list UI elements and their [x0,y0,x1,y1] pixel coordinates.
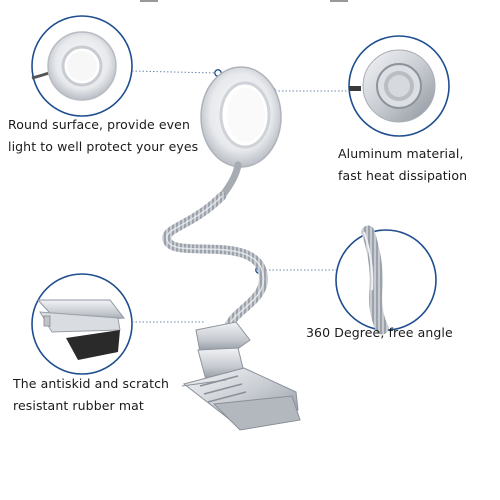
caption-round-surface: Round surface, provide even light to wel… [8,114,198,158]
caption-line: light to well protect your eyes [8,139,199,154]
caption-aluminum: Aluminum material, fast heat dissipation [338,143,467,187]
caption-rubber-mat: The antiskid and scratch resistant rubbe… [13,373,169,417]
callout-aluminum-back [348,35,450,137]
callout-lamp-face [31,15,133,117]
callout-gooseneck [335,225,437,335]
caption-line: fast heat dissipation [338,168,468,183]
caption-line: The antiskid and scratch [13,376,170,391]
caption-angle: 360 Degree, free angle [306,322,453,344]
caption-line: 360 Degree, free angle [306,325,453,340]
caption-line: Round surface, provide even [8,117,190,132]
caption-line: resistant rubber mat [13,398,144,413]
lamp-main [162,66,301,431]
caption-line: Aluminum material, [338,146,464,161]
top-edge-marks [140,0,348,2]
leader-line-lamp-face [131,69,222,77]
leader-line-aluminum [268,87,349,95]
callout-rubber-mat [31,273,133,375]
leader-line-gooseneck [255,266,336,274]
